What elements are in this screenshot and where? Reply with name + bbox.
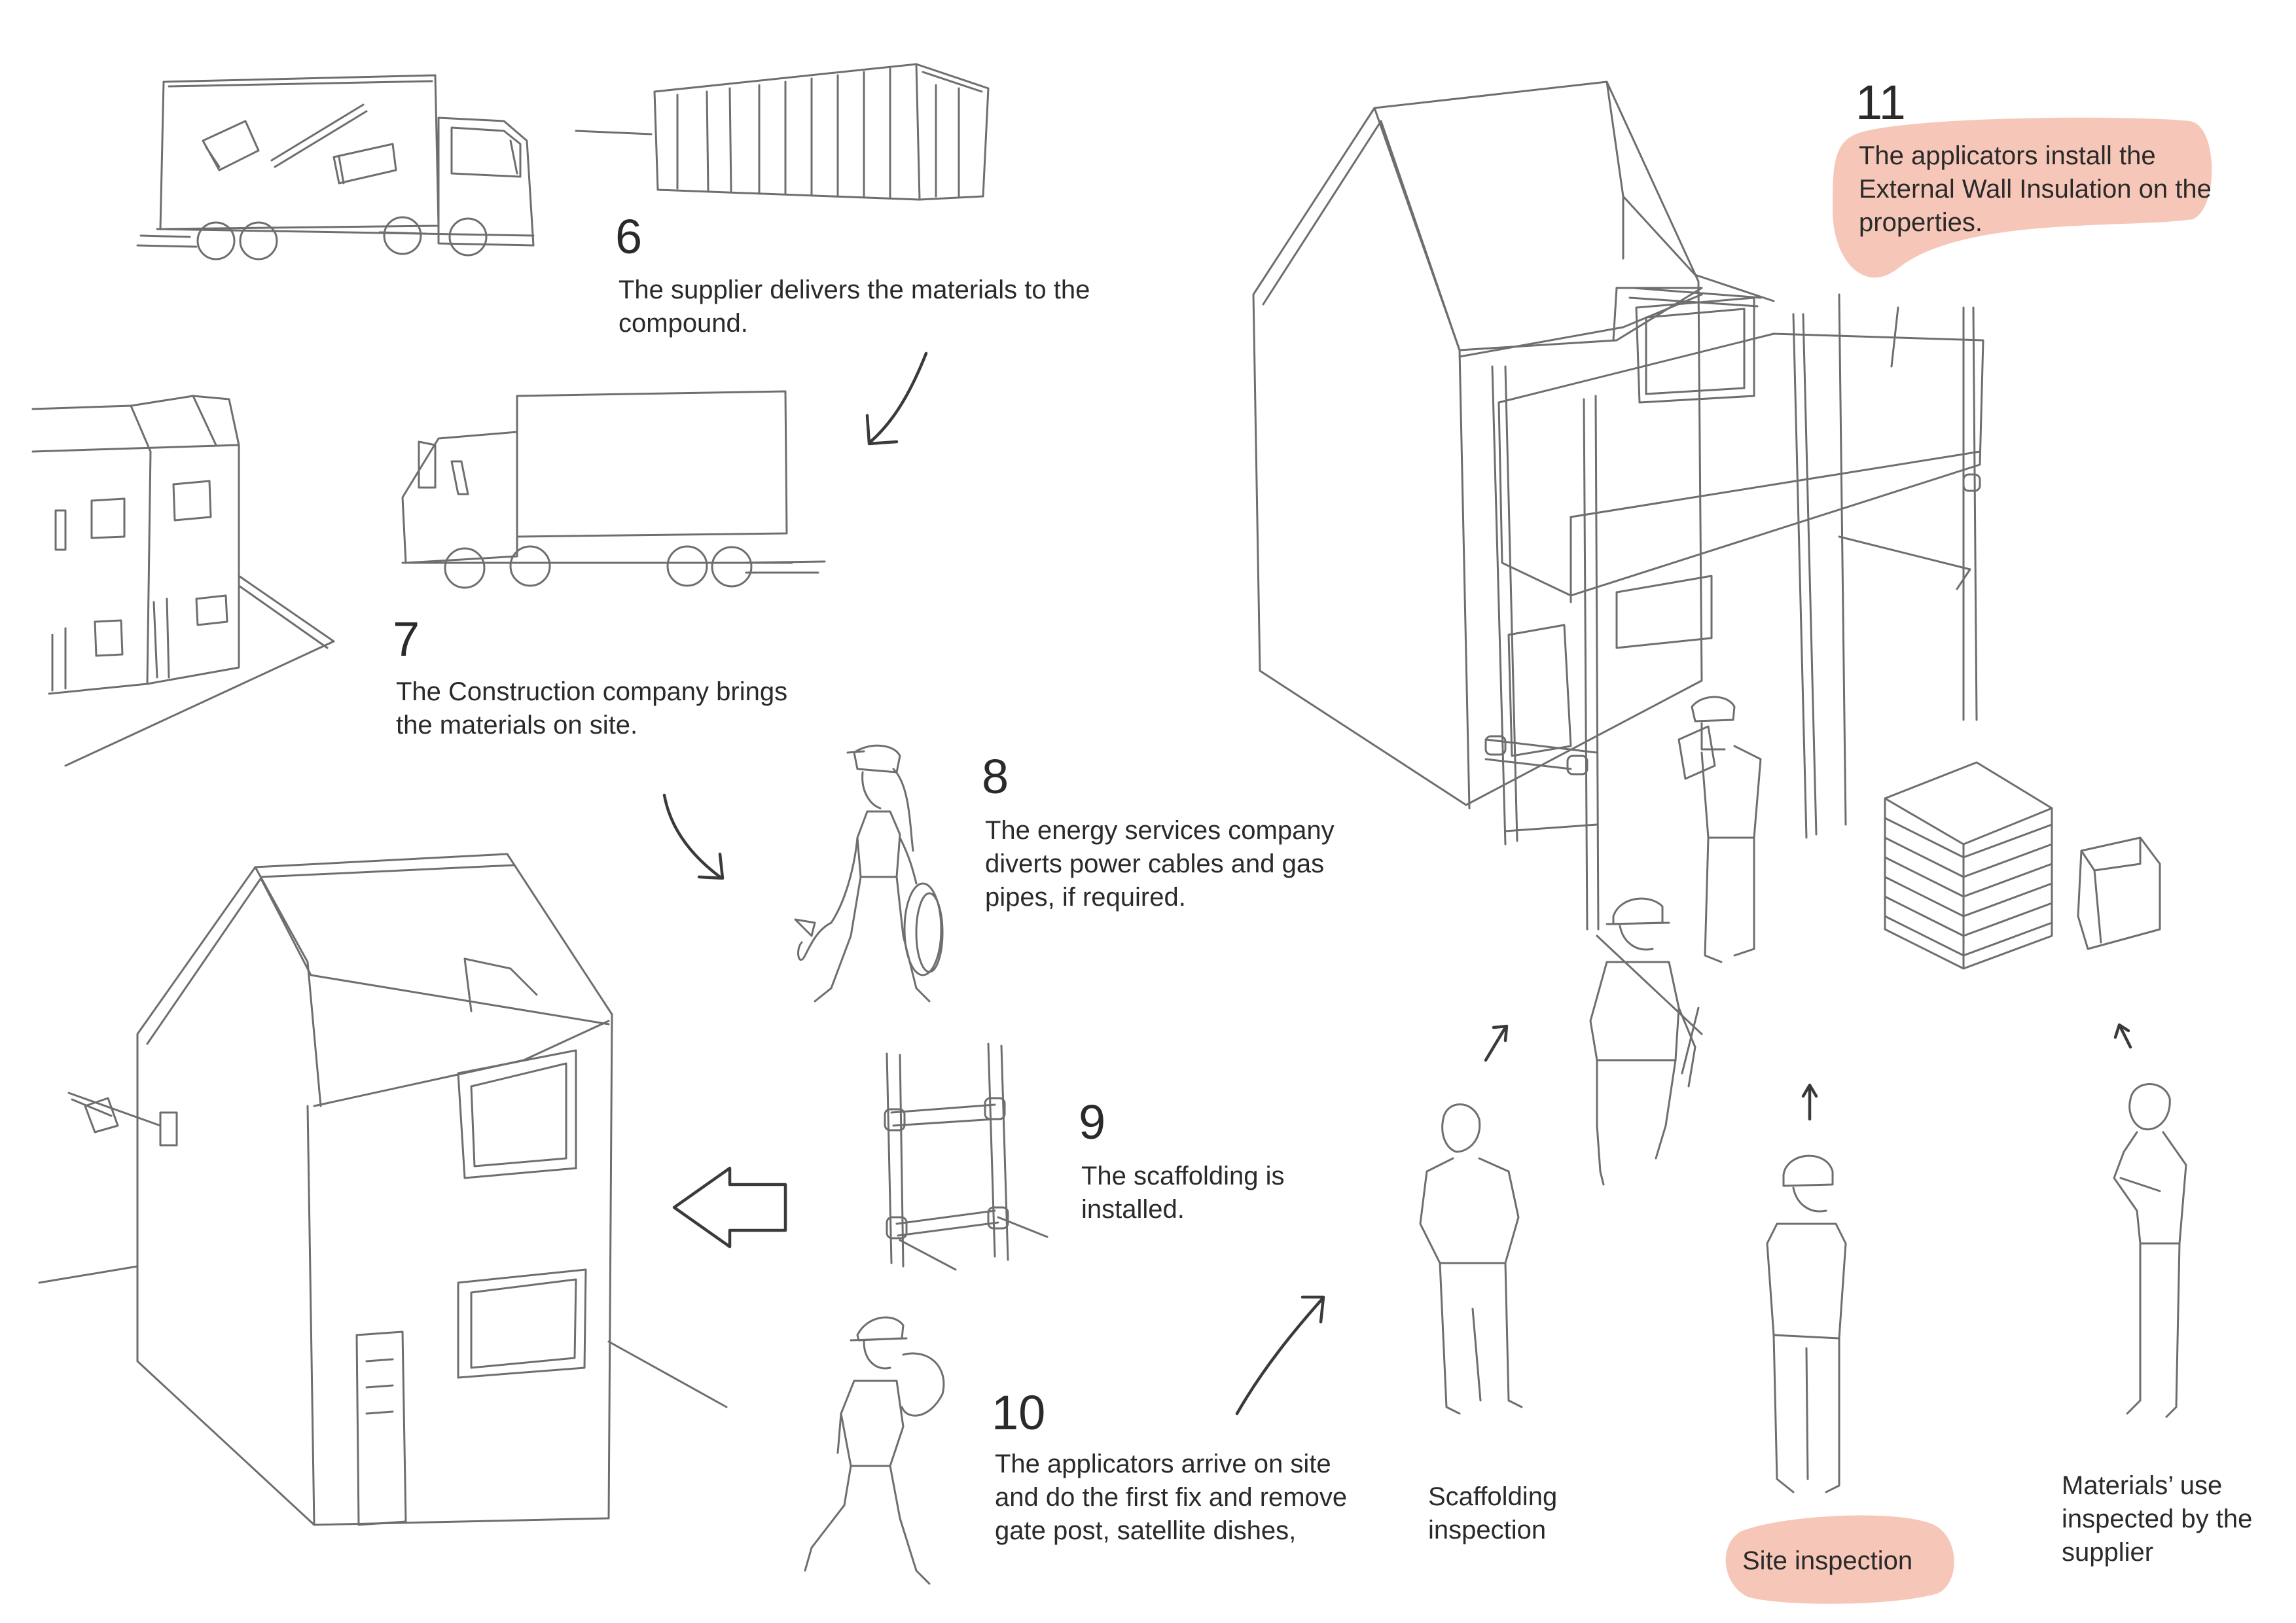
materials-inspection-caption: Materials’ use inspected by the supplier xyxy=(2062,1471,2253,1567)
bag-icon xyxy=(2077,836,2161,950)
house-with-scaffolding-icon xyxy=(1252,80,1984,1035)
house-icon xyxy=(38,853,728,1526)
terraced-houses-icon xyxy=(31,395,335,767)
site-inspection-caption: Site inspection xyxy=(1742,1546,1913,1575)
arrow-icon xyxy=(865,351,928,446)
step-9-number: 9 xyxy=(1079,1095,1106,1149)
step-10-number: 10 xyxy=(992,1385,1046,1440)
step-11-text: The applicators install the External Wal… xyxy=(1859,141,2212,237)
step-11-number: 11 xyxy=(1856,75,1906,130)
step-8-number: 8 xyxy=(982,749,1009,804)
step-6-number: 6 xyxy=(615,209,643,264)
step-7-number: 7 xyxy=(393,612,420,666)
applicator-figure-icon xyxy=(804,1316,945,1585)
materials-inspector-figure-icon xyxy=(2113,1083,2187,1418)
arrow-icon xyxy=(1484,1023,2132,1121)
site-inspector-figure-icon xyxy=(1766,1154,1847,1493)
scaffolding-inspection-caption: Scaffolding inspection xyxy=(1428,1482,1558,1544)
site-inspection-highlight xyxy=(1725,1515,1954,1604)
step-7-text: The Construction company brings the mate… xyxy=(396,677,788,740)
energy-worker-figure-icon xyxy=(794,744,944,1003)
scaffold-icon xyxy=(884,1043,1049,1271)
step-11-highlight xyxy=(1833,117,2212,278)
arrow-icon xyxy=(662,793,725,880)
site-worker-figure-icon xyxy=(1677,696,1762,963)
arrow-icon xyxy=(1235,1295,1325,1416)
shipping-container-icon xyxy=(575,63,990,201)
lorry-with-materials-icon xyxy=(136,74,535,260)
site-worker-walking-figure-icon xyxy=(1589,897,1700,1186)
left-arrow-icon xyxy=(672,1166,787,1249)
step-10-text: The applicators arrive on site and do th… xyxy=(995,1450,1348,1545)
insulation-boards-icon xyxy=(1884,761,2053,970)
step-6-text: The supplier delivers the materials to t… xyxy=(619,276,1090,338)
lorry-icon xyxy=(401,390,826,589)
step-9-text: The scaffolding is installed. xyxy=(1081,1162,1285,1224)
scaffolding-inspector-figure-icon xyxy=(1419,1103,1523,1415)
step-8-text: The energy services company diverts powe… xyxy=(985,816,1335,912)
